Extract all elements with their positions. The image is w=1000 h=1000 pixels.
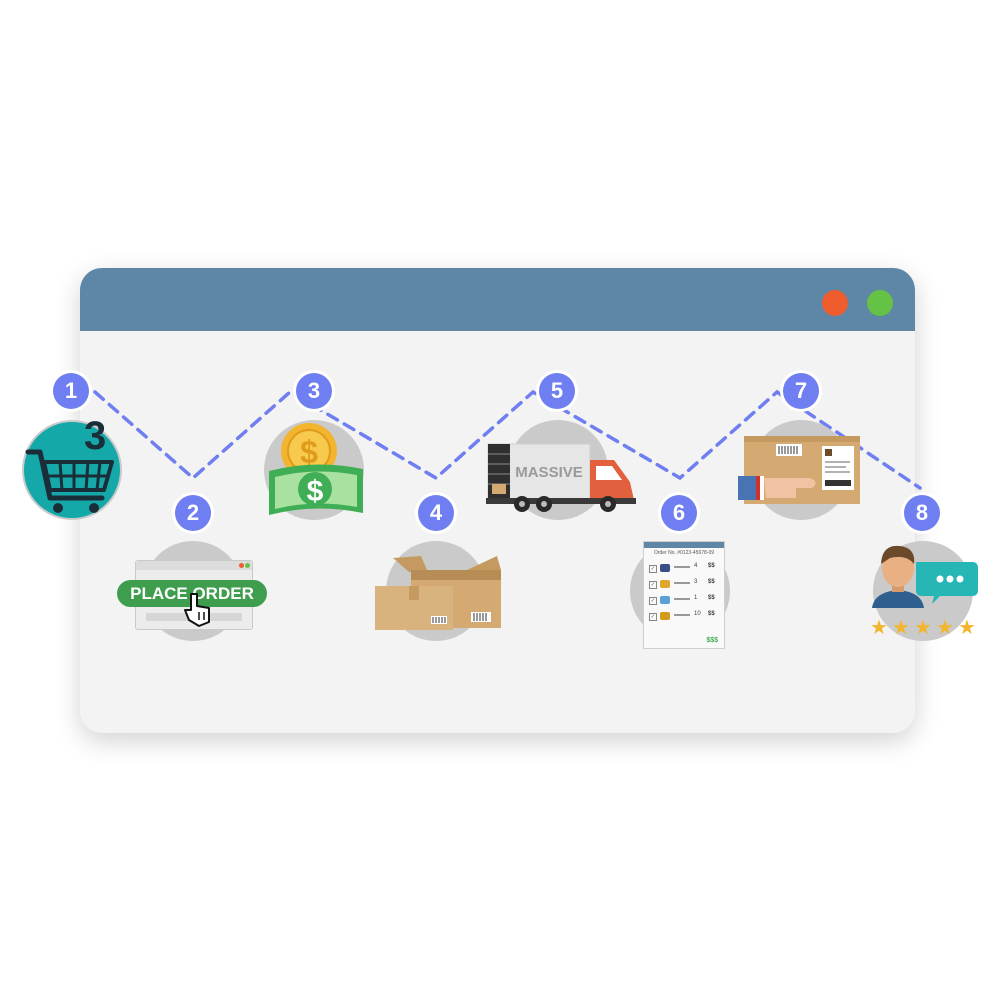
- check-icon: ✓: [649, 581, 657, 589]
- step-number-8: 8: [904, 495, 940, 531]
- product-icon: [660, 596, 670, 604]
- step-1-shopping-cart: 3: [22, 414, 132, 528]
- shopping-cart-icon: [24, 422, 120, 518]
- product-icon: [660, 612, 670, 620]
- cart-count-badge: 3: [84, 414, 107, 458]
- check-icon: ✓: [649, 597, 657, 605]
- step-number-3: 3: [296, 373, 332, 409]
- step-number-2: 2: [175, 495, 211, 531]
- star-rating: ★★★★★: [868, 618, 980, 638]
- star-icon: ★: [936, 617, 954, 639]
- step-3-payment: $ $: [265, 423, 369, 519]
- step-number-1: 1: [53, 373, 89, 409]
- item-line: [674, 582, 690, 584]
- title-bar: [80, 268, 915, 331]
- item-qty: 10: [694, 611, 701, 617]
- product-icon: [660, 580, 670, 588]
- star-icon: ★: [870, 617, 888, 639]
- item-qty: 1: [694, 595, 698, 601]
- item-line: [674, 614, 690, 616]
- step-8-customer-review: ★★★★★: [868, 542, 980, 642]
- truck-label: MASSIVE: [515, 464, 583, 481]
- item-qty: 3: [694, 579, 698, 585]
- receipt-row: ✓ 1 $$: [644, 594, 724, 610]
- step-4-packing: [375, 552, 505, 632]
- star-icon: ★: [958, 617, 976, 639]
- receipt-total: $$$: [706, 637, 718, 644]
- item-price: $$: [708, 595, 715, 601]
- step-number-7: 7: [783, 373, 819, 409]
- item-line: [674, 566, 690, 568]
- check-icon: ✓: [649, 613, 657, 621]
- item-price: $$: [708, 611, 715, 617]
- step-6-order-receipt: Order No. #0123-45678-09 ✓ 4 $$ ✓ 3 $$ ✓ 1 $$ ✓ 10…: [643, 541, 725, 649]
- receipt-row: ✓ 10 $$: [644, 610, 724, 626]
- step-5-shipping: MASSIVE: [484, 442, 640, 514]
- receipt-row: ✓ 3 $$: [644, 578, 724, 594]
- svg-text:$: $: [307, 475, 324, 508]
- delivery-truck-icon: MASSIVE: [486, 443, 636, 512]
- receipt-row: ✓ 4 $$: [644, 562, 724, 578]
- item-qty: 4: [694, 563, 698, 569]
- item-price: $$: [708, 579, 715, 585]
- product-icon: [660, 564, 670, 572]
- maximize-window-button[interactable]: [867, 290, 893, 316]
- star-icon: ★: [892, 617, 910, 639]
- package-handoff-icon: [738, 436, 860, 504]
- svg-text:$: $: [300, 434, 318, 470]
- step-number-4: 4: [418, 495, 454, 531]
- item-line: [674, 598, 690, 600]
- star-icon: ★: [914, 617, 932, 639]
- customer-review-icon: [872, 545, 978, 608]
- receipt-header: Order No. #0123-45678-09: [653, 550, 715, 556]
- step-7-delivery-handoff: [738, 436, 862, 508]
- step-2-place-order: PLACE ORDER: [115, 560, 275, 632]
- money-icon: $ $: [269, 423, 363, 515]
- close-window-button[interactable]: [822, 290, 848, 316]
- receipt-rows: ✓ 4 $$ ✓ 3 $$ ✓ 1 $$ ✓ 10 $$: [644, 562, 724, 626]
- check-icon: ✓: [649, 565, 657, 573]
- cardboard-boxes-icon: [375, 556, 501, 630]
- step-number-5: 5: [539, 373, 575, 409]
- pointer-hand-icon: [184, 593, 210, 627]
- item-price: $$: [708, 563, 715, 569]
- step-number-6: 6: [661, 495, 697, 531]
